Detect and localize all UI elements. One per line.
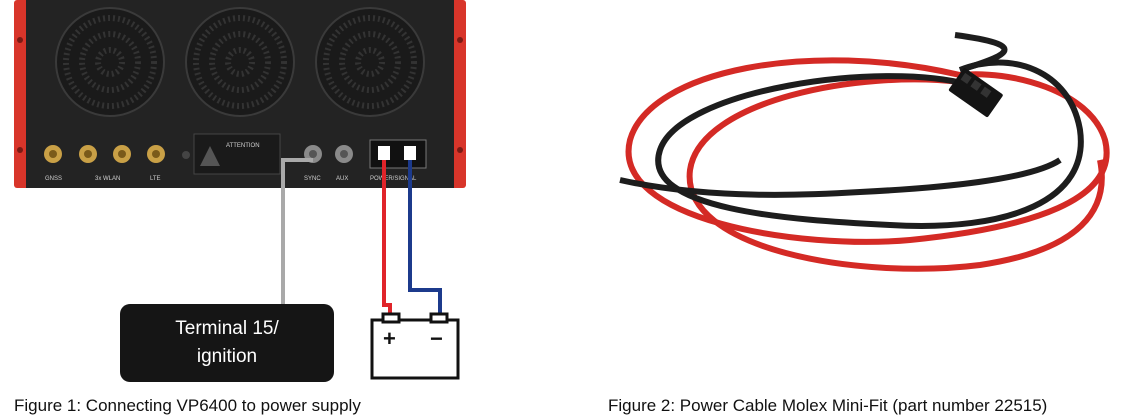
- attention-label: ATTENTION: [226, 143, 260, 149]
- fan-grille-right: [315, 7, 425, 117]
- fan-grille-left: [55, 7, 165, 117]
- terminal-line-1: Terminal 15/: [175, 318, 279, 339]
- antenna-connectors: [44, 145, 190, 163]
- molex-connector: [948, 68, 1003, 118]
- esd-warning-icon: [200, 146, 220, 166]
- ignition-wire: [281, 158, 313, 305]
- port-label-aux: AUX: [336, 176, 348, 182]
- port-label-power: POWER/SIGNAL: [370, 176, 417, 182]
- fan-grille-center: [185, 7, 295, 117]
- figure-1-caption: Figure 1: Connecting VP6400 to power sup…: [14, 396, 361, 415]
- terminal-15-box: Terminal 15/ ignition: [120, 304, 334, 382]
- port-label-wlan: 3x WLAN: [95, 176, 120, 182]
- positive-wire: [382, 160, 392, 316]
- battery-minus: −: [430, 326, 443, 351]
- device-diagram: ATTENTION GNSS 3x WLAN LTE SYNC AUX POWE…: [14, 0, 466, 380]
- power-cable-photo: [619, 32, 1110, 272]
- black-cable: [655, 59, 1084, 229]
- port-label-sync: SYNC: [304, 176, 321, 182]
- battery-plus: +: [383, 326, 396, 351]
- battery-icon: + −: [370, 312, 460, 380]
- port-label-gnss: GNSS: [45, 176, 62, 182]
- figure-1: ATTENTION GNSS 3x WLAN LTE SYNC AUX POWE…: [0, 0, 560, 420]
- figure-2: [560, 0, 1141, 420]
- port-label-lte: LTE: [150, 176, 161, 182]
- terminal-line-2: ignition: [196, 346, 258, 367]
- red-cable: [625, 57, 1110, 245]
- negative-wire: [408, 160, 442, 316]
- figure-2-caption: Figure 2: Power Cable Molex Mini-Fit (pa…: [608, 396, 1048, 415]
